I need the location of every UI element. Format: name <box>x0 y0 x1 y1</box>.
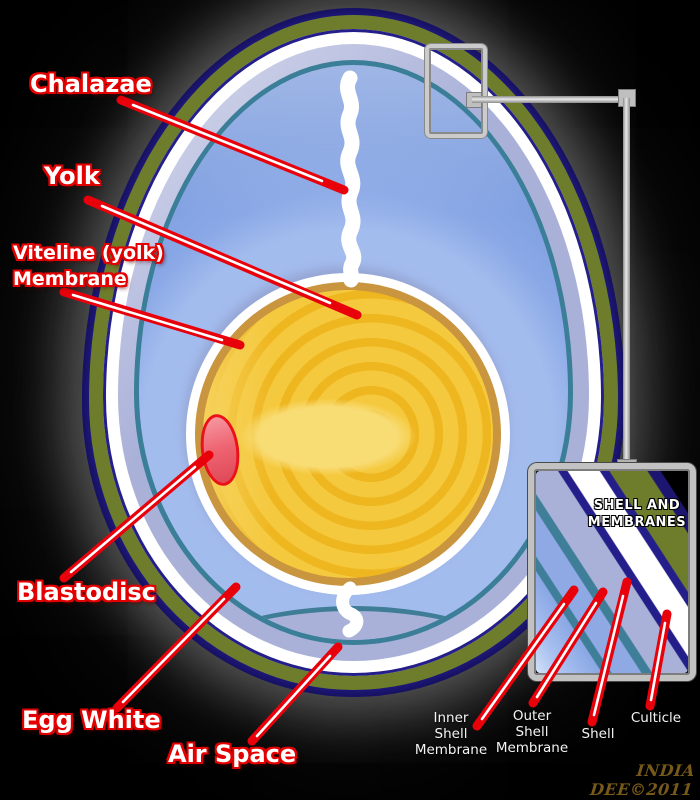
label-blastodisc: Blastodisc <box>17 578 156 606</box>
label-outer-shell-membrane: Outer Shell Membrane <box>486 708 578 756</box>
label-chalazae: Chalazae <box>30 70 152 98</box>
magnifier-sample-box <box>425 44 487 138</box>
membrane-boundary-line <box>134 60 573 645</box>
connector-line-horizontal <box>472 96 625 103</box>
inner-shell-membrane-layer <box>118 44 589 661</box>
artist-signature: INDIA DEE©2011 <box>589 761 696 799</box>
inset-title: SHELL AND MEMBRANES <box>587 497 687 531</box>
inset-title-line2: MEMBRANES <box>587 515 687 530</box>
shell-membranes-inset-panel: SHELL AND MEMBRANES <box>528 463 696 681</box>
label-culticle: Culticle <box>630 710 682 726</box>
label-viteline-membrane: Viteline (yolk) Membrane <box>13 240 164 292</box>
label-outer-line3: Membrane <box>495 740 569 756</box>
label-inner-line1: Inner <box>433 710 469 726</box>
label-outer-line2: Shell <box>515 724 549 740</box>
label-egg-white: Egg White <box>22 706 161 734</box>
label-air-space: Air Space <box>168 740 297 768</box>
yolk-rim <box>195 282 501 586</box>
label-inner-shell-membrane: Inner Shell Membrane <box>405 710 497 758</box>
connector-line-vertical <box>623 98 630 464</box>
label-outer-line1: Outer <box>512 708 552 724</box>
label-inner-line2: Shell <box>434 726 468 742</box>
label-yolk: Yolk <box>44 162 100 190</box>
yolk <box>203 290 493 578</box>
air-space-region <box>147 606 559 640</box>
egg-white-region <box>139 65 568 640</box>
label-shell: Shell <box>581 726 615 742</box>
inset-title-line1: SHELL AND <box>593 498 681 513</box>
label-inner-line3: Membrane <box>414 742 488 758</box>
label-viteline-line1: Viteline (yolk) <box>13 242 164 264</box>
label-viteline-line2: Membrane <box>13 268 127 290</box>
